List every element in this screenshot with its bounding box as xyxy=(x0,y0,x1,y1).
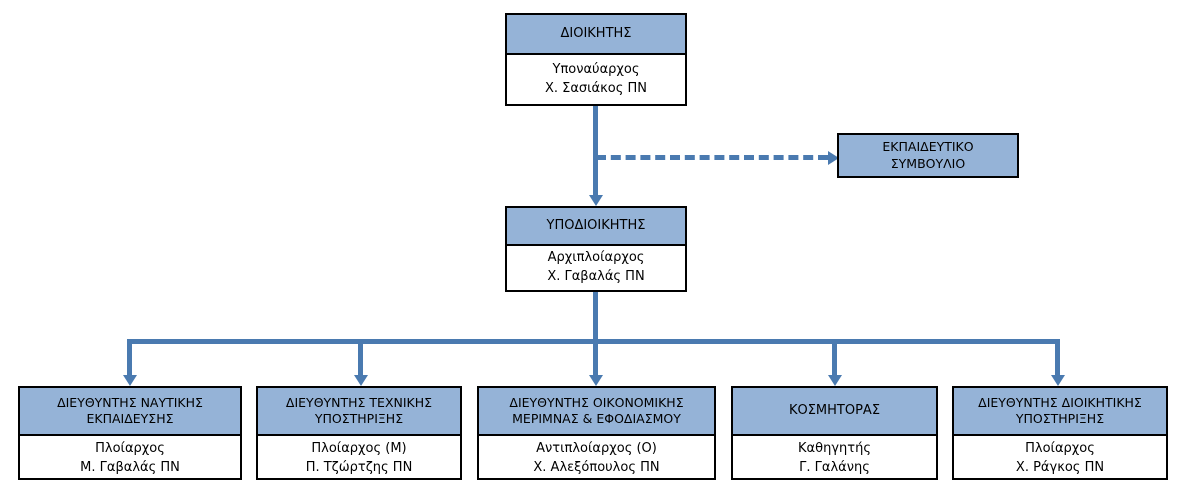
node-directorate-4-title-line1: ΚΟΣΜΗΤΟΡΑΣ xyxy=(788,403,881,419)
node-dean[interactable]: ΚΟΣΜΗΤΟΡΑΣ Καθηγητής Γ. Γαλάνης xyxy=(731,386,938,480)
node-directorate-3-name: Χ. Αλεξόπουλος ΠΝ xyxy=(533,460,660,475)
node-directorate-4-name: Γ. Γαλάνης xyxy=(799,460,870,475)
connector-drop-1 xyxy=(127,339,132,375)
node-directorate-technical-support[interactable]: ΔΙΕΥΘΥΝΤΗΣ ΤΕΧΝΙΚΗΣ ΥΠΟΣΤΗΡΙΞΗΣ Πλοίαρχο… xyxy=(256,386,462,480)
node-directorate-5-title-line2: ΥΠΟΣΤΗΡΙΞΗΣ xyxy=(1015,411,1105,426)
node-deputy-commander-body: Αρχιπλοίαρχος Χ. Γαβαλάς ΠΝ xyxy=(507,246,685,290)
node-directorate-2-title-line2: ΥΠΟΣΤΗΡΙΞΗΣ xyxy=(314,411,404,426)
node-commander-name: Χ. Σασιάκος ΠΝ xyxy=(544,80,648,96)
node-directorate-2-title-band: ΔΙΕΥΘΥΝΤΗΣ ΤΕΧΝΙΚΗΣ ΥΠΟΣΤΗΡΙΞΗΣ xyxy=(258,388,460,436)
arrowhead-educational-council xyxy=(828,150,839,165)
node-directorate-5-rank: Πλοίαρχος xyxy=(1025,441,1095,457)
node-educational-council-title-line2: ΣΥΜΒΟΥΛΙΟ xyxy=(890,155,966,171)
node-directorate-financial-logistics[interactable]: ΔΙΕΥΘΥΝΤΗΣ ΟΙΚΟΝΟΜΙΚΗΣ ΜΕΡΙΜΝΑΣ & ΕΦΟΔΙΑ… xyxy=(477,386,716,480)
node-directorate-1-body: Πλοίαρχος Μ. Γαβαλάς ΠΝ xyxy=(20,436,240,482)
node-directorate-3-title-line1: ΔΙΕΥΘΥΝΤΗΣ ΟΙΚΟΝΟΜΙΚΗΣ xyxy=(509,394,684,410)
arrowhead-directorate-5 xyxy=(1050,375,1065,386)
node-commander-title-band: ΔΙΟΙΚΗΤΗΣ xyxy=(507,15,685,55)
node-directorate-5-title-band: ΔΙΕΥΘΥΝΤΗΣ ΔΙΟΙΚΗΤΙΚΗΣ ΥΠΟΣΤΗΡΙΞΗΣ xyxy=(954,388,1166,436)
connector-commander-to-deputy xyxy=(593,105,598,195)
node-deputy-commander-title-band: ΥΠΟΔΙΟΙΚΗΤΗΣ xyxy=(507,208,685,246)
connector-drop-3 xyxy=(593,339,598,375)
node-directorate-2-name: Π. Τζώρτζης ΠΝ xyxy=(305,460,413,475)
node-educational-council-title-band: ΕΚΠΑΙΔΕΥΤΙΚΟ ΣΥΜΒΟΥΛΙΟ xyxy=(839,135,1017,176)
node-directorate-4-title-band: ΚΟΣΜΗΤΟΡΑΣ xyxy=(733,388,936,436)
arrowhead-directorate-2 xyxy=(353,375,368,386)
node-deputy-commander-name: Χ. Γαβαλάς ΠΝ xyxy=(547,269,645,284)
node-deputy-commander[interactable]: ΥΠΟΔΙΟΙΚΗΤΗΣ Αρχιπλοίαρχος Χ. Γαβαλάς ΠΝ xyxy=(505,206,687,292)
node-deputy-commander-title: ΥΠΟΔΙΟΙΚΗΤΗΣ xyxy=(546,218,646,234)
node-directorate-3-body: Αντιπλοίαρχος (Ο) Χ. Αλεξόπουλος ΠΝ xyxy=(479,436,714,482)
node-directorate-2-rank: Πλοίαρχος (Μ) xyxy=(311,441,407,457)
node-directorate-3-rank: Αντιπλοίαρχος (Ο) xyxy=(536,441,657,457)
node-commander[interactable]: ΔΙΟΙΚΗΤΗΣ Υποναύαρχος Χ. Σασιάκος ΠΝ xyxy=(505,13,687,106)
node-directorate-1-name: Μ. Γαβαλάς ΠΝ xyxy=(80,460,180,475)
node-directorate-3-title-band: ΔΙΕΥΘΥΝΤΗΣ ΟΙΚΟΝΟΜΙΚΗΣ ΜΕΡΙΜΝΑΣ & ΕΦΟΔΙΑ… xyxy=(479,388,714,436)
connector-drop-4 xyxy=(832,339,837,375)
arrowhead-directorate-4 xyxy=(827,375,842,386)
node-directorate-1-rank: Πλοίαρχος xyxy=(95,441,165,457)
node-directorate-naval-education[interactable]: ΔΙΕΥΘΥΝΤΗΣ ΝΑΥΤΙΚΗΣ ΕΚΠΑΙΔΕΥΣΗΣ Πλοίαρχο… xyxy=(18,386,242,480)
connector-dashed-educational-council xyxy=(596,155,828,160)
node-commander-rank: Υποναύαρχος xyxy=(552,61,640,77)
node-directorate-2-title-line1: ΔΙΕΥΘΥΝΤΗΣ ΤΕΧΝΙΚΗΣ xyxy=(285,394,433,410)
node-directorate-5-body: Πλοίαρχος Χ. Ράγκος ΠΝ xyxy=(954,436,1166,482)
node-directorate-1-title-line2: ΕΚΠΑΙΔΕΥΣΗΣ xyxy=(86,411,174,426)
node-educational-council[interactable]: ΕΚΠΑΙΔΕΥΤΙΚΟ ΣΥΜΒΟΥΛΙΟ xyxy=(837,133,1019,178)
node-commander-body: Υποναύαρχος Χ. Σασιάκος ΠΝ xyxy=(507,55,685,104)
node-directorate-4-body: Καθηγητής Γ. Γαλάνης xyxy=(733,436,936,482)
node-directorate-2-body: Πλοίαρχος (Μ) Π. Τζώρτζης ΠΝ xyxy=(258,436,460,482)
arrowhead-deputy xyxy=(588,195,603,206)
node-commander-title: ΔΙΟΙΚΗΤΗΣ xyxy=(560,26,632,42)
connector-deputy-to-bar xyxy=(593,291,598,344)
node-directorate-administrative-support[interactable]: ΔΙΕΥΘΥΝΤΗΣ ΔΙΟΙΚΗΤΙΚΗΣ ΥΠΟΣΤΗΡΙΞΗΣ Πλοία… xyxy=(952,386,1168,480)
node-directorate-4-rank: Καθηγητής xyxy=(798,441,871,457)
node-directorate-1-title-line1: ΔΙΕΥΘΥΝΤΗΣ ΝΑΥΤΙΚΗΣ xyxy=(57,394,203,410)
connector-drop-2 xyxy=(358,339,363,375)
arrowhead-directorate-3 xyxy=(588,375,603,386)
connector-drop-5 xyxy=(1055,339,1060,375)
node-deputy-commander-rank: Αρχιπλοίαρχος xyxy=(547,250,645,266)
node-educational-council-title-line1: ΕΚΠΑΙΔΕΥΤΙΚΟ xyxy=(882,139,974,154)
arrowhead-directorate-1 xyxy=(122,375,137,386)
node-directorate-3-title-line2: ΜΕΡΙΜΝΑΣ & ΕΦΟΔΙΑΣΜΟΥ xyxy=(512,411,681,426)
node-directorate-5-title-line1: ΔΙΕΥΘΥΝΤΗΣ ΔΙΟΙΚΗΤΙΚΗΣ xyxy=(978,394,1142,410)
node-directorate-1-title-band: ΔΙΕΥΘΥΝΤΗΣ ΝΑΥΤΙΚΗΣ ΕΚΠΑΙΔΕΥΣΗΣ xyxy=(20,388,240,436)
node-directorate-5-name: Χ. Ράγκος ΠΝ xyxy=(1015,460,1105,475)
